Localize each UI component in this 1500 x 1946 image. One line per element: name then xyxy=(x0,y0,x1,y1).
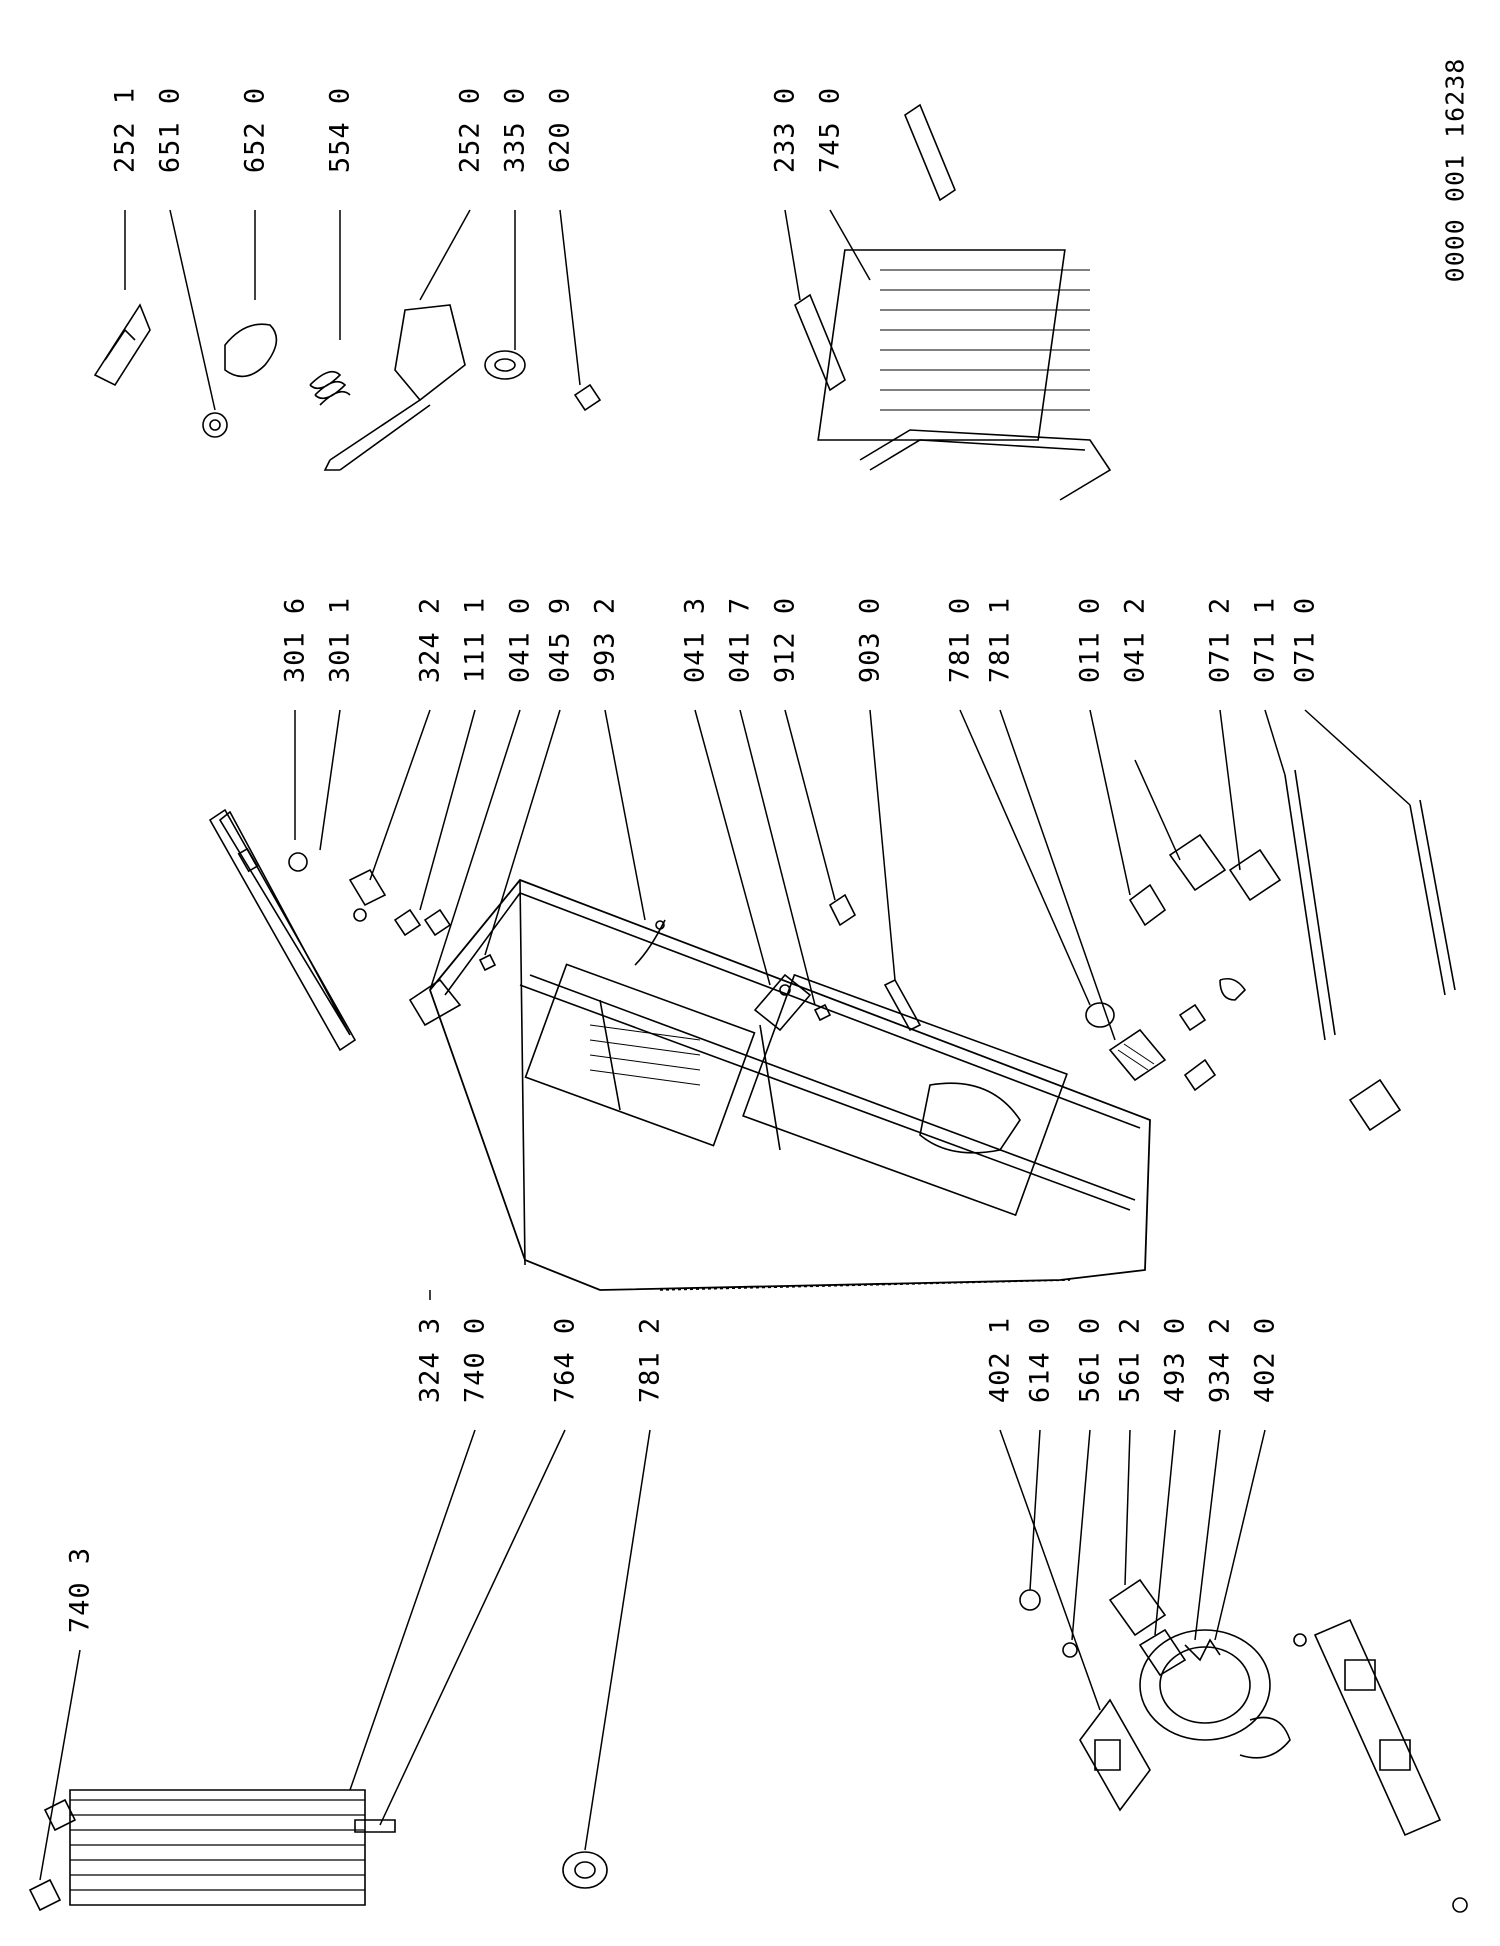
leader-lines xyxy=(40,210,1410,1880)
condenser xyxy=(30,1790,607,1910)
mid-parts xyxy=(350,770,1455,1130)
evaporator xyxy=(795,105,1110,500)
control-panel-strip xyxy=(210,810,366,1050)
top-right-parts xyxy=(95,305,600,470)
compressor-area xyxy=(1020,1580,1467,1912)
cabinet-body xyxy=(430,880,1150,1290)
